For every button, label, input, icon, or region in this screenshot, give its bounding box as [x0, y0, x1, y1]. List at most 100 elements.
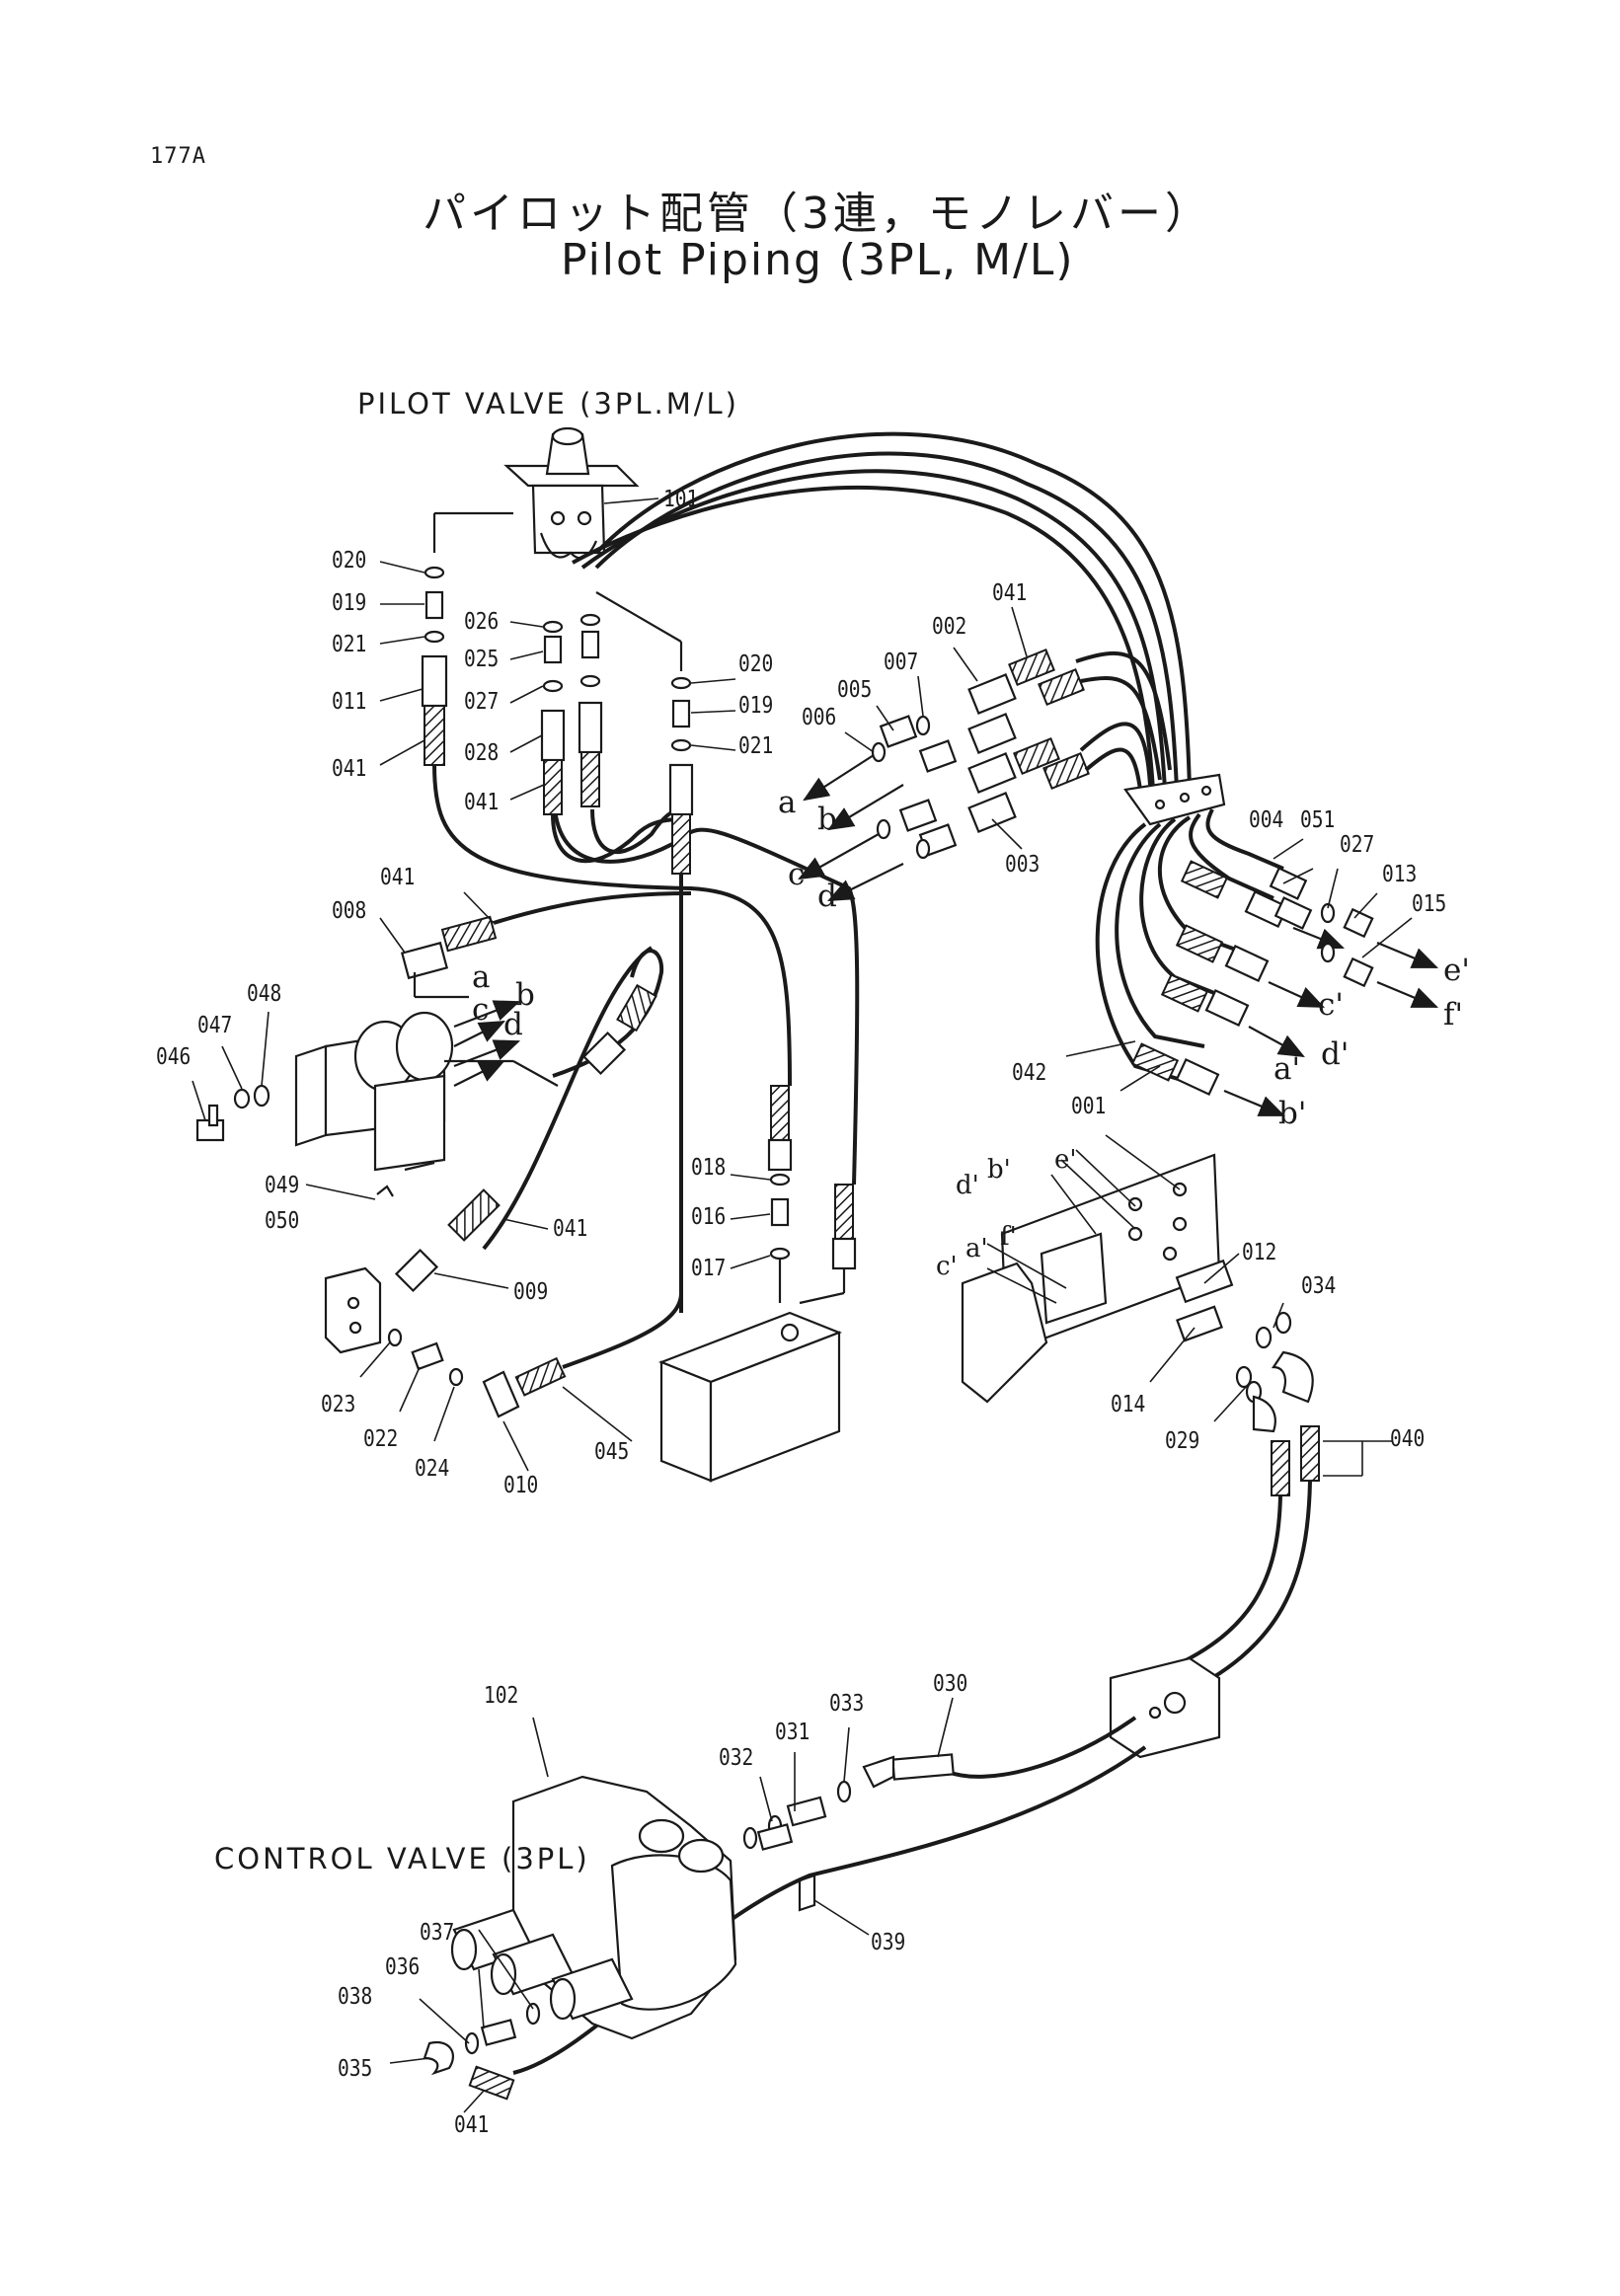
part-number: 002	[932, 614, 967, 640]
part-number: 028	[464, 740, 500, 766]
part-number: 041	[380, 865, 416, 890]
left-fitting-stack	[421, 511, 513, 766]
port-label: b'	[987, 1155, 1011, 1185]
part-number: 039	[871, 1930, 906, 1955]
part-number: 010	[503, 1473, 539, 1498]
part-number: 031	[775, 1720, 810, 1745]
part-number: 045	[594, 1439, 630, 1465]
part-number: 009	[513, 1279, 549, 1305]
part-number: 049	[265, 1173, 300, 1198]
part-number: 016	[691, 1204, 727, 1230]
port-label: c	[472, 992, 490, 1028]
right-fitting-stack	[595, 591, 694, 875]
port-label: e'	[1443, 953, 1470, 988]
part-number: 030	[933, 1671, 968, 1697]
part-number: 008	[332, 898, 367, 924]
pilot-hoses	[432, 431, 1192, 1313]
port-label: f'	[1443, 997, 1463, 1033]
port-label: a	[778, 785, 797, 820]
port-label: a'	[965, 1234, 988, 1263]
control-valve	[423, 1775, 816, 2101]
port-label: b	[817, 802, 837, 837]
part-number: 018	[691, 1155, 727, 1181]
part-number: 041	[454, 2112, 490, 2138]
part-number: 021	[332, 632, 367, 657]
port-label: a	[472, 959, 491, 995]
part-number: 050	[265, 1208, 300, 1234]
part-number: 012	[1242, 1240, 1277, 1265]
control-valve-label: CONTROL VALVE (3PL)	[214, 1842, 590, 1875]
port-label: b	[515, 977, 535, 1013]
port-label: c	[788, 857, 806, 892]
part-number: 023	[321, 1392, 356, 1417]
port-label: c'	[1318, 987, 1344, 1023]
lower-junction	[512, 1656, 1221, 2075]
part-number: 038	[338, 1984, 373, 2010]
middle-port-fittings	[798, 649, 1172, 901]
part-number: 046	[156, 1044, 192, 1070]
page-number: 177A	[150, 144, 206, 169]
part-number: 020	[332, 548, 367, 574]
part-number: 007	[884, 650, 919, 675]
part-number: 004	[1249, 807, 1284, 833]
part-number: 019	[738, 693, 774, 719]
port-label: d'	[1321, 1036, 1350, 1072]
part-number: 041	[992, 580, 1028, 606]
part-number: 029	[1165, 1428, 1200, 1454]
part-number: 006	[802, 705, 837, 730]
part-number: 015	[1412, 891, 1447, 917]
port-label: c'	[936, 1252, 958, 1281]
part-number: 005	[837, 677, 873, 703]
junction-block	[1095, 773, 1439, 1117]
part-number: 041	[553, 1216, 588, 1242]
part-number: 017	[691, 1256, 727, 1281]
part-number: 024	[415, 1456, 450, 1482]
part-number: 021	[738, 733, 774, 759]
port-label: d'	[956, 1171, 979, 1200]
part-number: 037	[420, 1920, 455, 1946]
port-label: a'	[1273, 1051, 1301, 1087]
part-number: 026	[464, 609, 500, 635]
part-number: 047	[197, 1013, 233, 1038]
part-number: 014	[1111, 1392, 1146, 1417]
port-label: b'	[1278, 1096, 1307, 1131]
part-number: 042	[1012, 1060, 1047, 1086]
port-label: d	[503, 1007, 523, 1042]
leader-lines	[192, 497, 1413, 2113]
part-number: 048	[247, 981, 282, 1007]
part-number: 034	[1301, 1273, 1337, 1299]
part-number: 035	[338, 2056, 373, 2082]
part-number: 022	[363, 1426, 399, 1452]
port-label: f'	[1000, 1222, 1017, 1252]
part-number: 027	[1340, 832, 1375, 858]
title-english: Pilot Piping (3PL, M/L)	[561, 235, 1075, 285]
part-number: 003	[1005, 852, 1041, 878]
pilot-valve-assembly	[503, 426, 640, 560]
part-number: 040	[1390, 1426, 1426, 1452]
part-number: 001	[1071, 1094, 1107, 1119]
part-number: 019	[332, 590, 367, 616]
part-number: 051	[1300, 807, 1336, 833]
part-number: 025	[464, 647, 500, 672]
part-number: 020	[738, 651, 774, 677]
tank-fittings	[657, 1085, 857, 1483]
part-number: 041	[464, 790, 500, 815]
part-number: 027	[464, 689, 500, 715]
part-number: 011	[332, 689, 367, 715]
lower-left-fittings	[324, 946, 683, 1418]
port-label: d	[817, 879, 837, 914]
part-number: 101	[663, 487, 699, 512]
part-number: 036	[385, 1954, 421, 1980]
center-fitting-stack	[540, 613, 682, 864]
part-number: 033	[829, 1691, 865, 1717]
title-japanese: パイロット配管（3連，モノレバー）	[423, 189, 1212, 239]
part-number: 041	[332, 756, 367, 782]
part-number: 032	[719, 1745, 754, 1771]
part-number: 102	[484, 1683, 519, 1709]
left-valve-block	[195, 891, 692, 1197]
part-number: 013	[1382, 862, 1418, 887]
port-label: e'	[1054, 1145, 1077, 1175]
pilot-valve-label: PILOT VALVE (3PL.M/L)	[357, 387, 739, 421]
